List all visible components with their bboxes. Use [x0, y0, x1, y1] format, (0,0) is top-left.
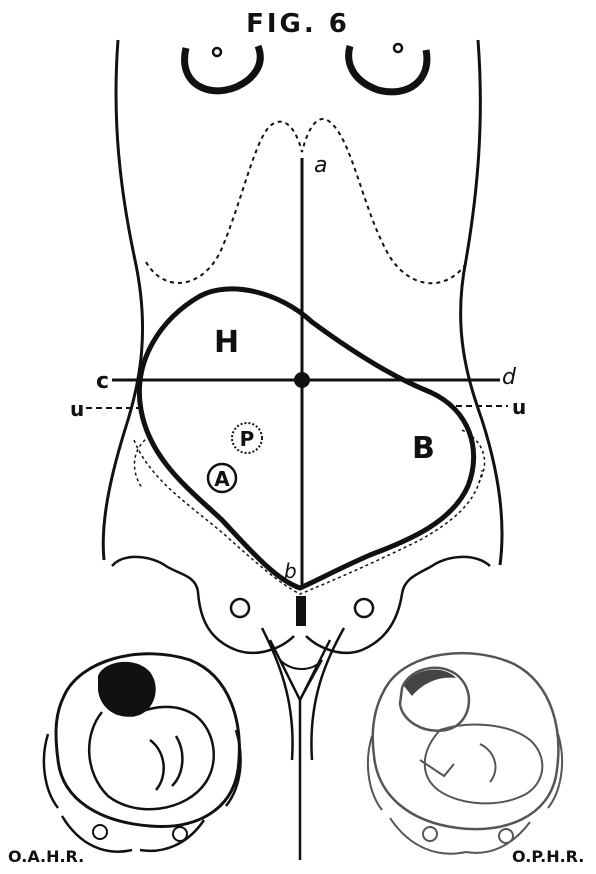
torso-left-outline: [103, 40, 142, 560]
inset-left-hip-l: [93, 825, 107, 839]
inset-right-ophr: O.P.H.R.: [368, 653, 584, 866]
inset-left-baby-body: [89, 707, 214, 809]
point-d-label: d: [502, 365, 517, 390]
iliac-left-dotted: [134, 436, 150, 488]
figure-title: FIG. 6: [246, 9, 350, 39]
point-b-label: b: [284, 559, 297, 583]
umbilical-left-label: u: [70, 397, 84, 421]
inset-right-baby-body: [420, 725, 542, 804]
left-nipple: [213, 48, 221, 56]
inset-left-pelvis: [44, 730, 241, 852]
fundus-dotted-outline: [146, 119, 466, 283]
umbilical-right-label: u: [512, 395, 526, 419]
back-region-label: B: [412, 431, 435, 466]
inset-left-label: O.A.H.R.: [8, 847, 84, 866]
right-nipple: [394, 44, 402, 52]
inset-right-hip-r: [499, 829, 513, 843]
legs-outline: [262, 628, 344, 860]
point-a-label: a: [314, 153, 327, 178]
inset-left-hip-r: [173, 827, 187, 841]
inset-left-oahr: O.A.H.R.: [8, 654, 241, 866]
inset-right-hip-l: [423, 827, 437, 841]
hip-left: [231, 599, 249, 617]
head-region-label: H: [214, 325, 239, 360]
inset-right-hair: [404, 670, 456, 696]
hip-right: [355, 599, 373, 617]
symphysis: [296, 596, 306, 626]
circle-a-label: A: [214, 467, 230, 491]
point-c-label: c: [96, 369, 109, 394]
inset-right-pelvis: [368, 734, 562, 854]
right-breast: [349, 46, 427, 92]
left-breast: [185, 46, 261, 91]
circle-p-label: P: [240, 427, 255, 451]
umbilicus-dot: [294, 372, 310, 388]
inset-right-label: O.P.H.R.: [512, 847, 584, 866]
